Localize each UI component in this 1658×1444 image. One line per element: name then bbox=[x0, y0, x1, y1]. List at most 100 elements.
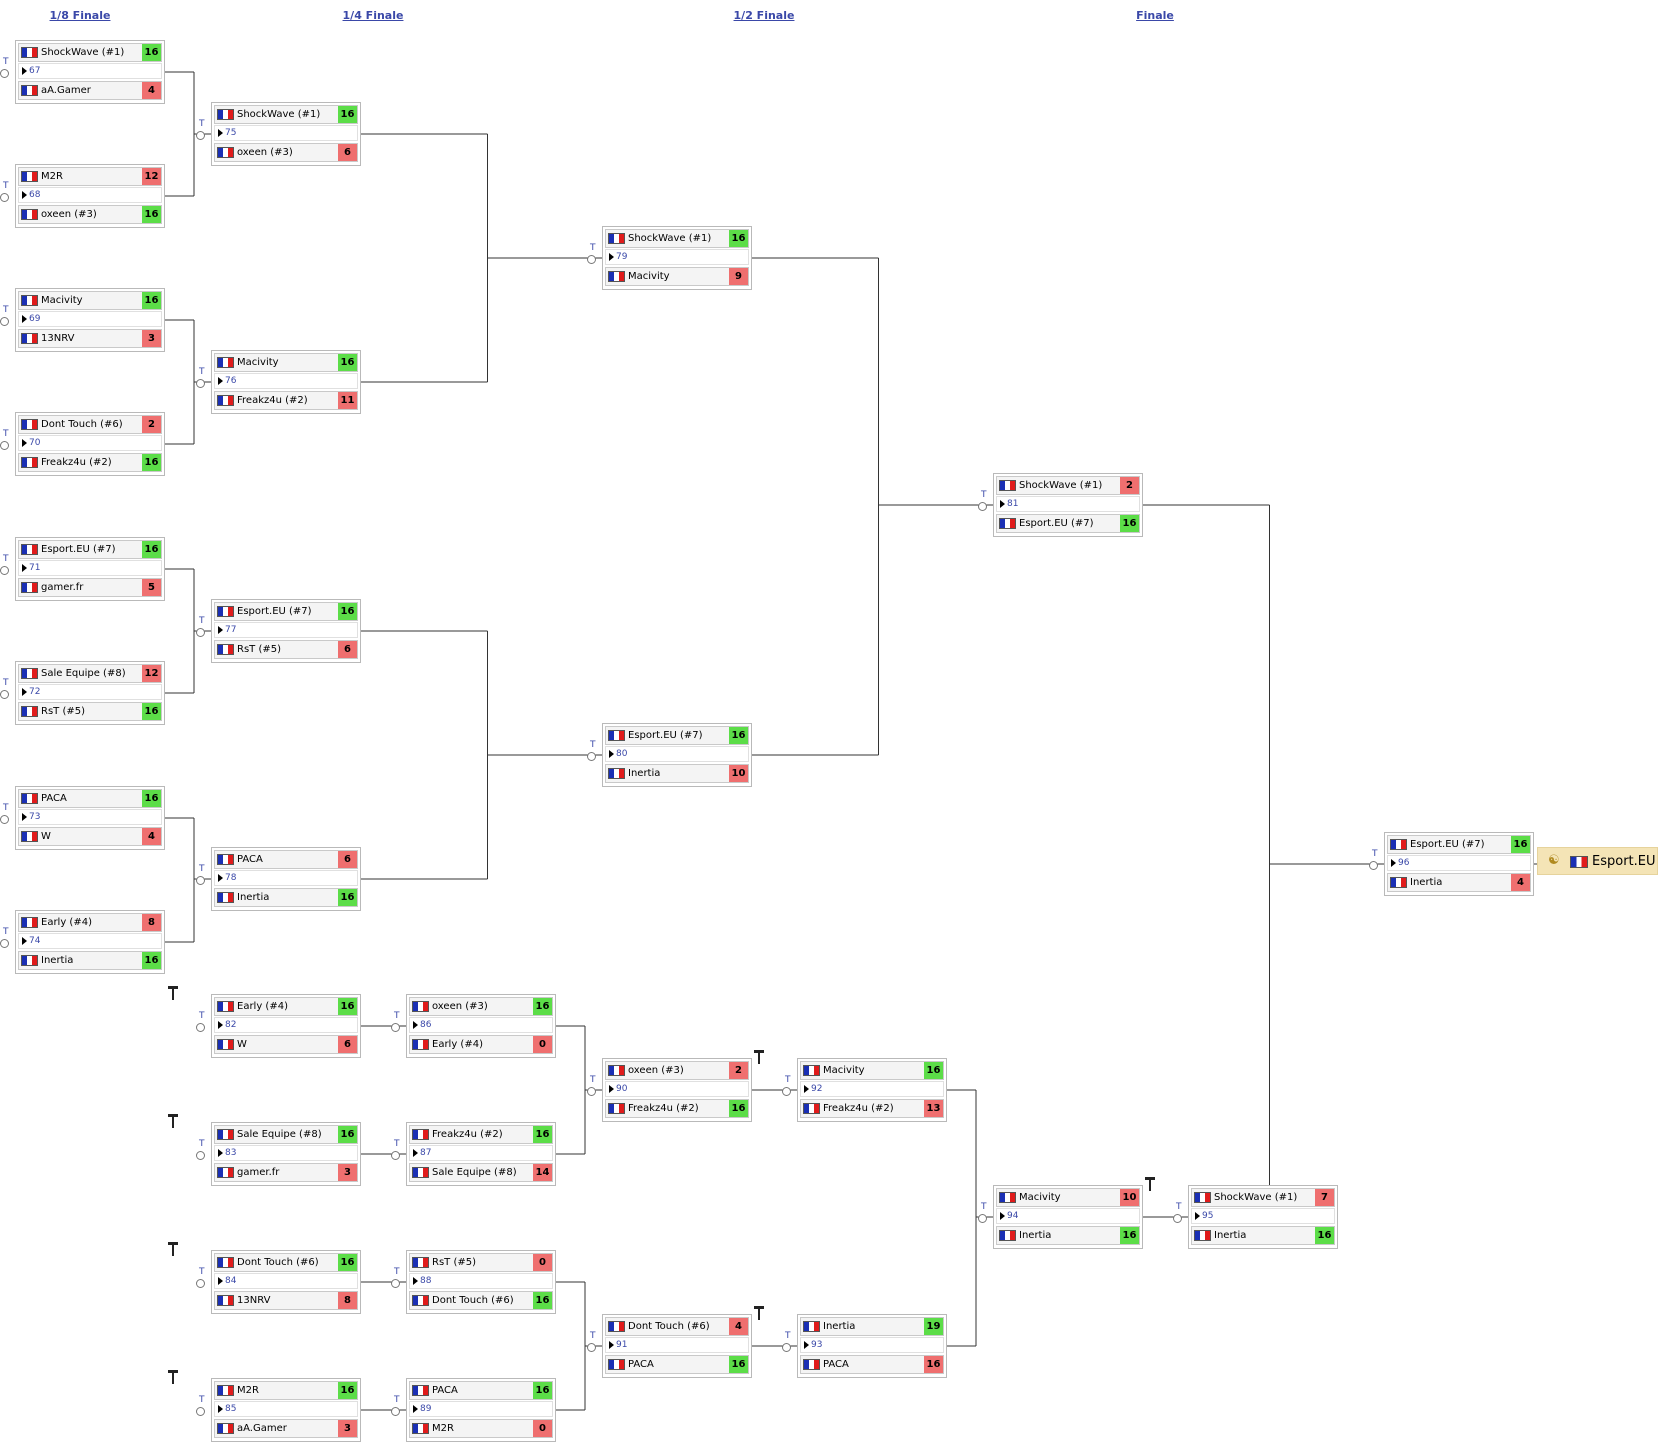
match-number[interactable]: 72 bbox=[29, 687, 41, 697]
match-link-t[interactable]: T bbox=[785, 1331, 791, 1341]
play-arrow-icon[interactable] bbox=[609, 1085, 614, 1093]
team-row[interactable]: Dont Touch (#6) 2 bbox=[18, 415, 162, 434]
match-info-row[interactable]: 92 bbox=[800, 1081, 944, 1097]
match-number[interactable]: 78 bbox=[225, 873, 237, 883]
match-link-t[interactable]: T bbox=[394, 1139, 400, 1149]
team-row[interactable]: Macivity 16 bbox=[800, 1061, 944, 1080]
match-info-row[interactable]: 82 bbox=[214, 1017, 358, 1033]
match-number[interactable]: 89 bbox=[420, 1404, 432, 1414]
play-arrow-icon[interactable] bbox=[413, 1021, 418, 1029]
team-row[interactable]: RsT (#5) 0 bbox=[409, 1253, 553, 1272]
team-row[interactable]: Freakz4u (#2) 13 bbox=[800, 1099, 944, 1118]
match-number[interactable]: 83 bbox=[225, 1148, 237, 1158]
play-arrow-icon[interactable] bbox=[804, 1341, 809, 1349]
match-link-t[interactable]: T bbox=[3, 927, 9, 937]
match-circle-icon[interactable] bbox=[587, 255, 596, 264]
play-arrow-icon[interactable] bbox=[218, 1149, 223, 1157]
match-info-row[interactable]: 70 bbox=[18, 435, 162, 451]
match-circle-icon[interactable] bbox=[0, 69, 9, 78]
pin-icon[interactable] bbox=[168, 1242, 180, 1258]
team-row[interactable]: M2R 0 bbox=[409, 1419, 553, 1438]
match-info-row[interactable]: 85 bbox=[214, 1401, 358, 1417]
match-link-t[interactable]: T bbox=[1176, 1202, 1182, 1212]
team-row[interactable]: Sale Equipe (#8) 12 bbox=[18, 664, 162, 683]
play-arrow-icon[interactable] bbox=[22, 564, 27, 572]
team-row[interactable]: PACA 16 bbox=[18, 789, 162, 808]
play-arrow-icon[interactable] bbox=[22, 191, 27, 199]
play-arrow-icon[interactable] bbox=[413, 1277, 418, 1285]
team-row[interactable]: Inertia 10 bbox=[605, 764, 749, 783]
match-number[interactable]: 92 bbox=[811, 1084, 823, 1094]
match-circle-icon[interactable] bbox=[587, 752, 596, 761]
team-row[interactable]: Freakz4u (#2) 16 bbox=[409, 1125, 553, 1144]
match-link-t[interactable]: T bbox=[394, 1011, 400, 1021]
team-row[interactable]: 13NRV 3 bbox=[18, 329, 162, 348]
team-row[interactable]: ShockWave (#1) 16 bbox=[214, 105, 358, 124]
play-arrow-icon[interactable] bbox=[1391, 859, 1396, 867]
match-number[interactable]: 88 bbox=[420, 1276, 432, 1286]
team-row[interactable]: PACA 16 bbox=[800, 1355, 944, 1374]
match-circle-icon[interactable] bbox=[0, 690, 9, 699]
match-info-row[interactable]: 69 bbox=[18, 311, 162, 327]
team-row[interactable]: Sale Equipe (#8) 16 bbox=[214, 1125, 358, 1144]
match-circle-icon[interactable] bbox=[0, 317, 9, 326]
match-info-row[interactable]: 78 bbox=[214, 870, 358, 886]
match-circle-icon[interactable] bbox=[978, 1214, 987, 1223]
match-info-row[interactable]: 83 bbox=[214, 1145, 358, 1161]
match-number[interactable]: 96 bbox=[1398, 858, 1410, 868]
match-circle-icon[interactable] bbox=[1173, 1214, 1182, 1223]
pin-icon[interactable] bbox=[168, 1370, 180, 1386]
match-number[interactable]: 69 bbox=[29, 314, 41, 324]
match-info-row[interactable]: 89 bbox=[409, 1401, 553, 1417]
team-row[interactable]: Inertia 16 bbox=[1191, 1226, 1335, 1245]
team-row[interactable]: PACA 16 bbox=[605, 1355, 749, 1374]
match-info-row[interactable]: 79 bbox=[605, 249, 749, 265]
team-row[interactable]: W 6 bbox=[214, 1035, 358, 1054]
match-circle-icon[interactable] bbox=[587, 1087, 596, 1096]
round-header-semi[interactable]: 1/2 Finale bbox=[733, 9, 795, 22]
team-row[interactable]: Inertia 4 bbox=[1387, 873, 1531, 892]
match-circle-icon[interactable] bbox=[587, 1343, 596, 1352]
match-link-t[interactable]: T bbox=[3, 181, 9, 191]
match-number[interactable]: 68 bbox=[29, 190, 41, 200]
play-arrow-icon[interactable] bbox=[22, 937, 27, 945]
team-row[interactable]: Early (#4) 16 bbox=[214, 997, 358, 1016]
match-link-t[interactable]: T bbox=[3, 57, 9, 67]
match-link-t[interactable]: T bbox=[590, 1331, 596, 1341]
match-link-t[interactable]: T bbox=[199, 1011, 205, 1021]
team-row[interactable]: oxeen (#3) 2 bbox=[605, 1061, 749, 1080]
match-link-t[interactable]: T bbox=[590, 740, 596, 750]
team-row[interactable]: Dont Touch (#6) 4 bbox=[605, 1317, 749, 1336]
match-number[interactable]: 75 bbox=[225, 128, 237, 138]
play-arrow-icon[interactable] bbox=[609, 253, 614, 261]
team-row[interactable]: Macivity 16 bbox=[214, 353, 358, 372]
play-arrow-icon[interactable] bbox=[1000, 500, 1005, 508]
match-number[interactable]: 91 bbox=[616, 1340, 628, 1350]
match-number[interactable]: 79 bbox=[616, 252, 628, 262]
match-circle-icon[interactable] bbox=[196, 1279, 205, 1288]
team-row[interactable]: PACA 16 bbox=[409, 1381, 553, 1400]
team-row[interactable]: Dont Touch (#6) 16 bbox=[409, 1291, 553, 1310]
match-link-t[interactable]: T bbox=[981, 490, 987, 500]
play-arrow-icon[interactable] bbox=[218, 1405, 223, 1413]
match-circle-icon[interactable] bbox=[196, 628, 205, 637]
match-number[interactable]: 87 bbox=[420, 1148, 432, 1158]
team-row[interactable]: Freakz4u (#2) 16 bbox=[605, 1099, 749, 1118]
team-row[interactable]: M2R 12 bbox=[18, 167, 162, 186]
team-row[interactable]: Freakz4u (#2) 11 bbox=[214, 391, 358, 410]
match-circle-icon[interactable] bbox=[978, 502, 987, 511]
match-number[interactable]: 84 bbox=[225, 1276, 237, 1286]
match-number[interactable]: 74 bbox=[29, 936, 41, 946]
match-number[interactable]: 85 bbox=[225, 1404, 237, 1414]
team-row[interactable]: RsT (#5) 6 bbox=[214, 640, 358, 659]
round-header-eighth[interactable]: 1/8 Finale bbox=[49, 9, 111, 22]
match-number[interactable]: 71 bbox=[29, 563, 41, 573]
match-number[interactable]: 90 bbox=[616, 1084, 628, 1094]
team-row[interactable]: oxeen (#3) 16 bbox=[18, 205, 162, 224]
match-circle-icon[interactable] bbox=[391, 1151, 400, 1160]
play-arrow-icon[interactable] bbox=[22, 67, 27, 75]
match-number[interactable]: 67 bbox=[29, 66, 41, 76]
match-link-t[interactable]: T bbox=[590, 1075, 596, 1085]
match-number[interactable]: 76 bbox=[225, 376, 237, 386]
play-arrow-icon[interactable] bbox=[609, 750, 614, 758]
